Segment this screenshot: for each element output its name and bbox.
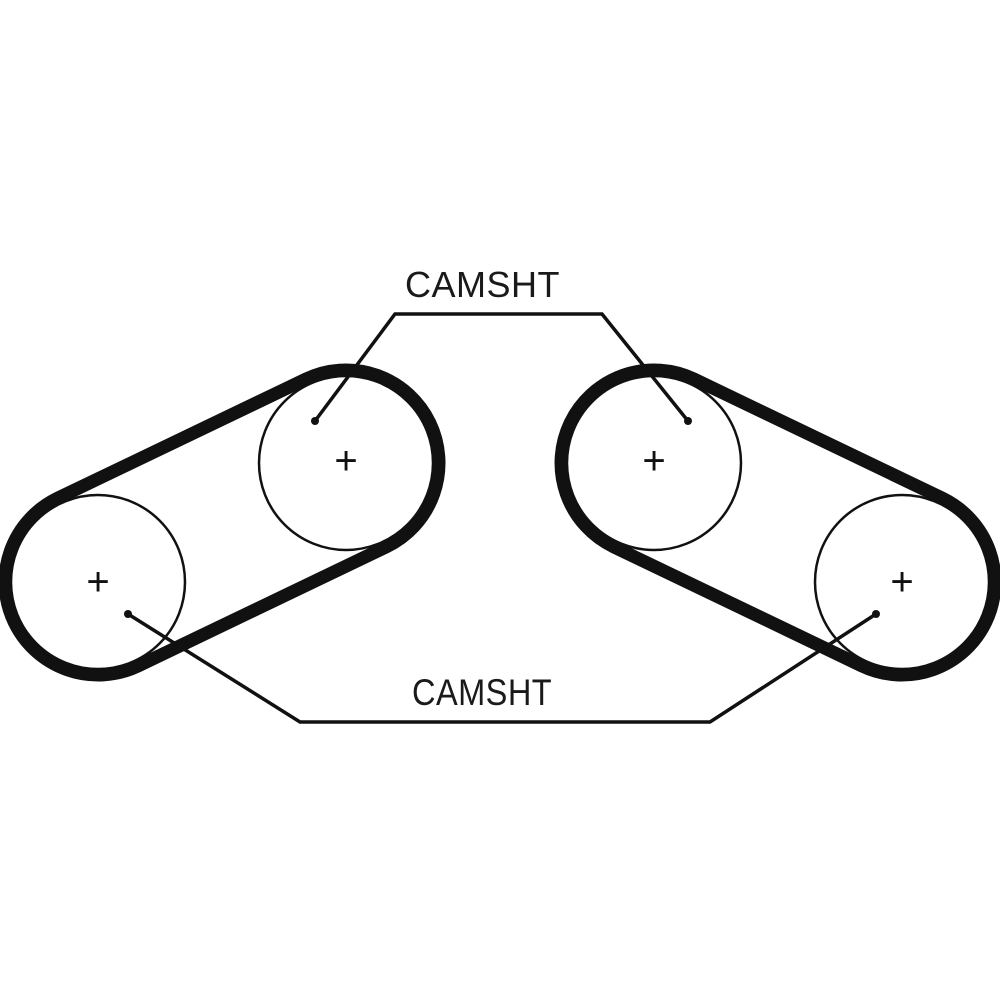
leader-dot bbox=[872, 610, 880, 618]
leader-dot bbox=[311, 417, 319, 425]
camshaft-label-bottom: CAMSHT bbox=[412, 672, 553, 713]
lower-left-pulley bbox=[9, 493, 187, 671]
left-belt bbox=[0, 363, 446, 682]
upper-left-pulley bbox=[257, 374, 435, 552]
bottom-leader-line bbox=[127, 612, 877, 724]
center-mark-icon: + bbox=[334, 439, 358, 483]
top-leader-line bbox=[313, 312, 690, 423]
leader-dot bbox=[684, 417, 692, 425]
lower-right-pulley bbox=[813, 493, 991, 671]
leader-dot bbox=[124, 610, 132, 618]
center-mark-icon: + bbox=[86, 560, 110, 604]
right-belt bbox=[554, 363, 1000, 682]
center-mark-icon: + bbox=[642, 439, 666, 483]
center-mark-icon: + bbox=[890, 560, 914, 604]
camshaft-label-top: CAMSHT bbox=[405, 264, 560, 305]
